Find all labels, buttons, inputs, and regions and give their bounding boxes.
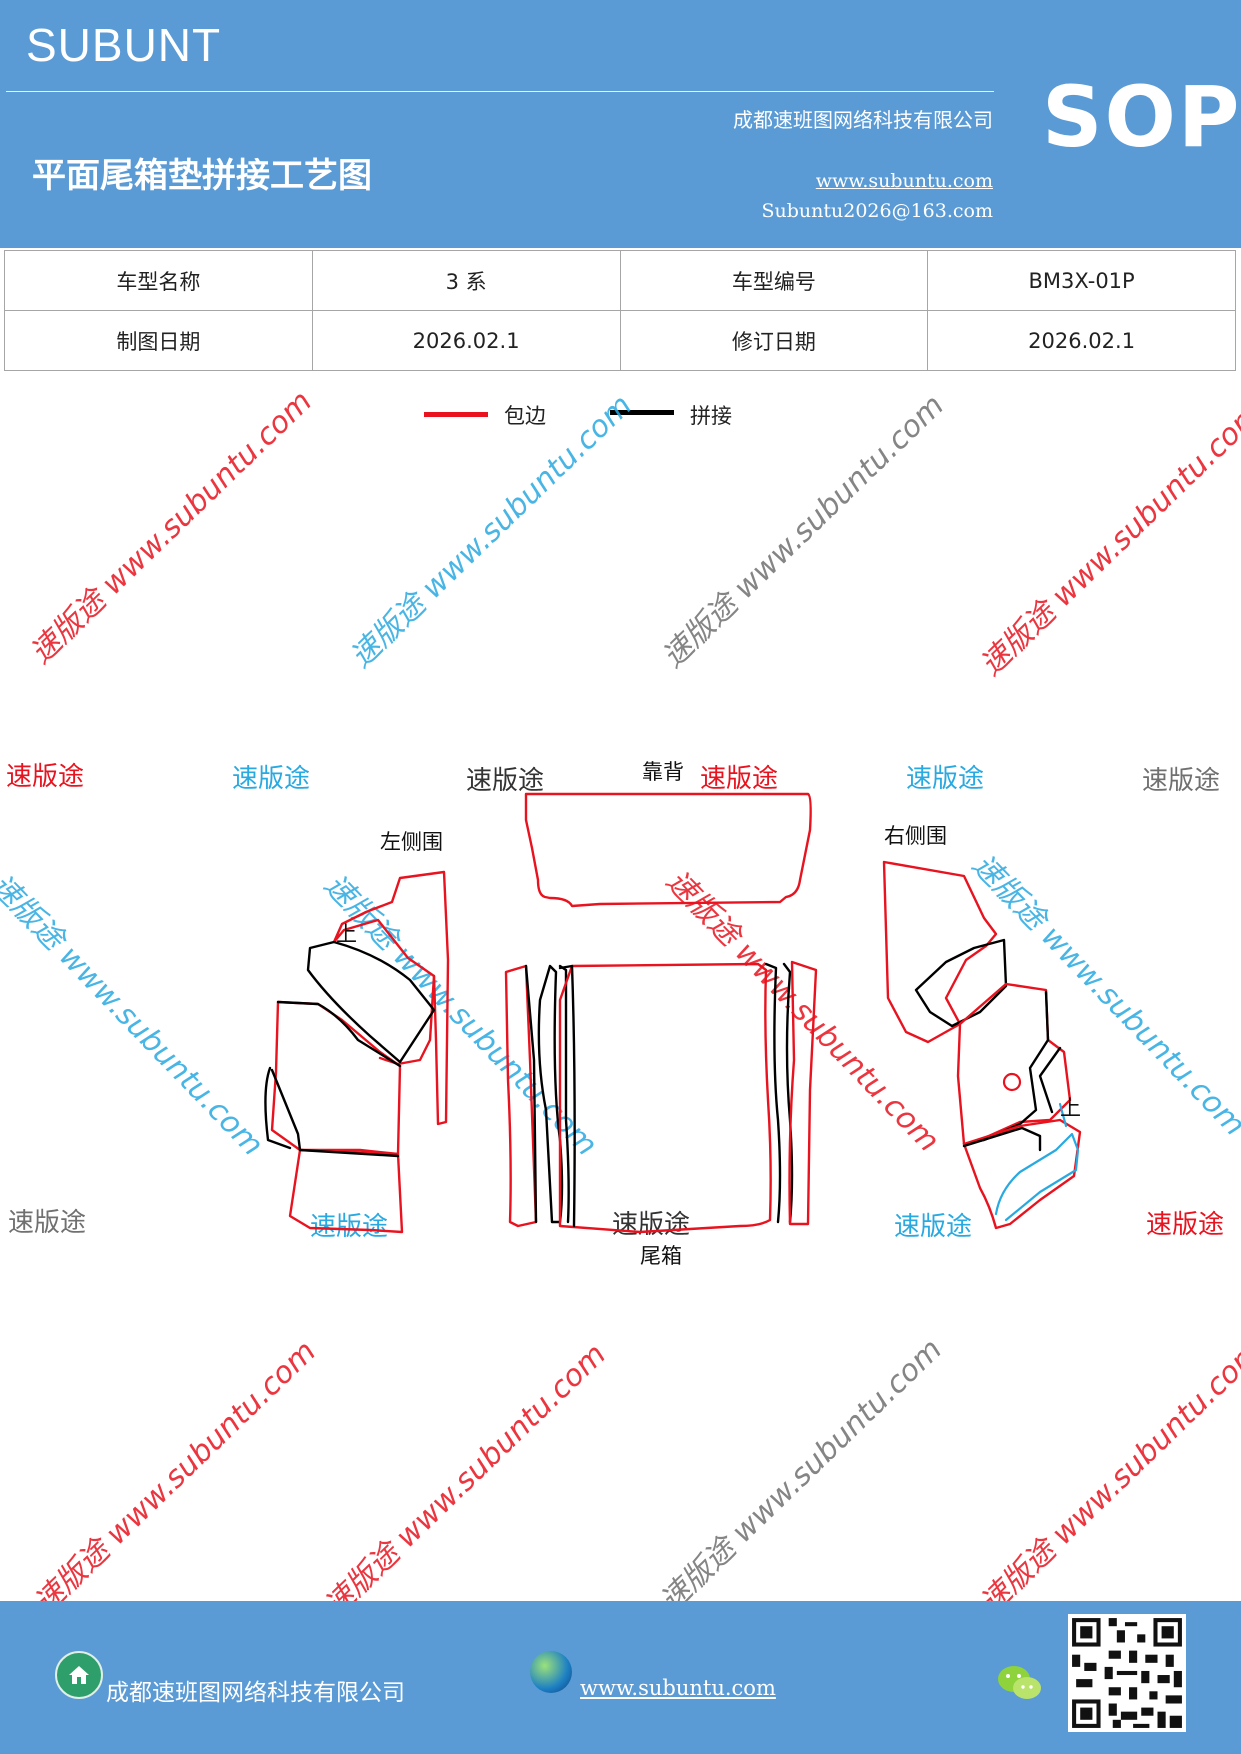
footer-website-link[interactable]: www.subuntu.com — [580, 1676, 776, 1700]
label-backrest: 靠背 — [642, 760, 684, 784]
left-side-lower — [288, 1148, 404, 1234]
footer-banner: 成都速班图网络科技有限公司 www.subuntu.com — [0, 1601, 1241, 1754]
vehicle-info-table: 车型名称 3 系 车型编号 BM3X-01P 制图日期 2026.02.1 修订… — [4, 250, 1236, 371]
footer-company-name: 成都速班图网络科技有限公司 — [106, 1680, 405, 1706]
line-legend: 包边 拼接 — [0, 400, 1241, 440]
header-divider — [6, 91, 994, 92]
watermark-flat: 速版途 — [894, 1212, 973, 1242]
email-address[interactable]: Subuntu2026@163.com — [761, 200, 993, 222]
value-model-name: 3 系 — [311, 250, 621, 311]
watermark: 速版途 www.subuntu.com — [653, 1331, 949, 1619]
website-link[interactable]: www.subuntu.com — [815, 170, 993, 192]
left-side-pad-3 — [270, 1068, 302, 1152]
label-left-side: 左侧围 — [380, 830, 443, 854]
backrest-panel — [524, 792, 812, 908]
qr-code-icon[interactable] — [1068, 1614, 1186, 1732]
label-model-code: 车型编号 — [619, 250, 929, 311]
trunk-left-strip — [504, 964, 538, 1228]
globe-icon — [530, 1651, 572, 1693]
value-draw-date: 2026.02.1 — [311, 310, 621, 371]
left-side-upper — [332, 870, 450, 1126]
watermark-flat: 速版途 — [8, 1208, 87, 1238]
watermark-flat: 速版途 — [232, 764, 311, 794]
watermark-flat: 速版途 — [466, 766, 545, 796]
label-up-right: 上 — [1060, 1096, 1081, 1120]
legend-label-seam: 拼接 — [690, 404, 732, 428]
home-icon — [55, 1651, 103, 1699]
label-up-left: 上 — [336, 922, 357, 946]
legend-label-binding: 包边 — [504, 404, 546, 428]
brand-name: SUBUNT — [26, 19, 222, 71]
label-draw-date: 制图日期 — [4, 310, 313, 371]
watermark-flat: 速版途 — [6, 762, 85, 792]
value-model-code: BM3X-01P — [927, 250, 1236, 311]
label-revision-date: 修订日期 — [619, 310, 929, 371]
watermark: 速版途 www.subuntu.com — [317, 1336, 613, 1624]
left-side-pad-1 — [306, 940, 436, 1064]
right-side-pad-1 — [914, 938, 1008, 1028]
table-row: 制图日期 2026.02.1 修订日期 2026.02.1 — [4, 310, 1236, 371]
right-side-upper — [882, 860, 998, 1044]
watermark: 速版途 www.subuntu.com — [27, 1333, 323, 1621]
watermark-flat: 速版途 — [612, 1210, 691, 1240]
company-name: 成都速班图网络科技有限公司 — [733, 108, 993, 132]
right-side-hole — [1002, 1072, 1022, 1092]
left-side-pad-2 — [270, 1000, 402, 1156]
legend-swatch-seam — [610, 410, 674, 415]
value-revision-date: 2026.02.1 — [927, 310, 1236, 371]
watermark-flat: 速版途 — [310, 1212, 389, 1242]
label-right-side: 右侧围 — [884, 824, 947, 848]
label-trunk: 尾箱 — [640, 1244, 682, 1268]
sop-badge: SOP — [1042, 68, 1241, 166]
right-side-blue-strip — [994, 1132, 1080, 1222]
trunk-mat-pattern-diagram — [264, 792, 1082, 1234]
trunk-right-channel — [764, 962, 782, 1224]
watermark-flat: 速版途 — [1146, 1210, 1225, 1240]
watermark-flat: 速版途 — [700, 764, 779, 794]
header-banner: SUBUNT 成都速班图网络科技有限公司 平面尾箱垫拼接工艺图 www.subu… — [0, 0, 1241, 248]
trunk-main-panel — [558, 962, 772, 1234]
table-row: 车型名称 3 系 车型编号 BM3X-01P — [4, 250, 1236, 311]
watermark-flat: 速版途 — [1142, 766, 1221, 796]
wechat-icon — [998, 1666, 1041, 1699]
watermark: 速版途 www.subuntu.com — [973, 1333, 1241, 1621]
document-title: 平面尾箱垫拼接工艺图 — [32, 156, 372, 196]
legend-swatch-binding — [424, 412, 488, 417]
trunk-left-channel — [537, 964, 564, 1224]
right-side-middle — [956, 982, 1072, 1146]
trunk-right-strip — [788, 960, 818, 1226]
right-side-lower — [962, 1118, 1082, 1230]
label-model-name: 车型名称 — [4, 250, 313, 311]
watermark-flat: 速版途 — [906, 764, 985, 794]
